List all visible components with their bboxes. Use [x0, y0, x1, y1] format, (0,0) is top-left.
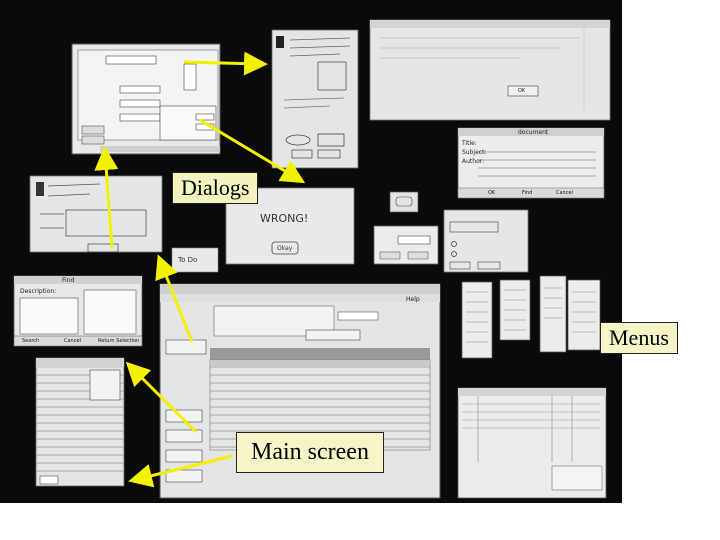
sketch-message-window	[369, 19, 611, 121]
document-dialog-title: document	[518, 129, 549, 136]
sketch-save-dialog	[443, 209, 529, 273]
document-field-author: Author:	[462, 158, 485, 165]
arrow-form-up	[94, 146, 119, 249]
message-ok-button[interactable]: OK	[518, 88, 526, 94]
sketch-small-input-dialog	[373, 225, 439, 265]
sketch-small-chip	[389, 191, 419, 213]
main-screen-help-menu[interactable]: Help	[406, 296, 420, 303]
document-field-title: Title:	[462, 140, 477, 147]
sketch-order-table	[457, 387, 607, 499]
find-cancel-button[interactable]: Cancel	[64, 338, 81, 344]
sketch-invoice-form	[35, 357, 125, 487]
sketch-top-left-dialog	[71, 43, 221, 155]
todo-note-text: To Do	[178, 256, 198, 264]
arrow-invoice	[128, 454, 233, 488]
arrow-find	[125, 361, 198, 434]
sketch-menus	[461, 275, 601, 359]
wrong-dialog-button-label[interactable]: Okay	[277, 245, 293, 252]
wrong-dialog-text: WRONG!	[260, 212, 309, 225]
arrow-todo	[155, 254, 194, 343]
sketch-todo-note	[171, 247, 219, 273]
sketch-left-form	[29, 175, 163, 253]
right-strip	[622, 0, 720, 540]
yellow-arrows	[94, 51, 306, 488]
find-return-selection-button[interactable]: Return Selection	[98, 338, 140, 344]
sketch-find-dialog	[13, 275, 143, 347]
sketch-handwritten-dialog	[271, 29, 359, 169]
document-ok-button[interactable]: OK	[488, 190, 496, 196]
find-dialog-title: Find	[62, 277, 75, 284]
find-search-button[interactable]: Search	[22, 338, 40, 344]
arrow-dialog-to-wrong	[199, 118, 306, 184]
callout-dialogs: Dialogs	[172, 172, 259, 204]
callout-menus: Menus	[600, 322, 678, 354]
document-field-subject: Subject:	[462, 149, 487, 156]
document-cancel-button[interactable]: Cancel	[556, 190, 573, 196]
callout-main-screen: Main screen	[236, 432, 384, 473]
sketch-document-dialog	[457, 127, 605, 199]
document-find-button[interactable]: Find	[522, 190, 533, 196]
arrow-dialog-to-note	[183, 51, 268, 76]
find-dialog-label: Description:	[20, 288, 57, 295]
